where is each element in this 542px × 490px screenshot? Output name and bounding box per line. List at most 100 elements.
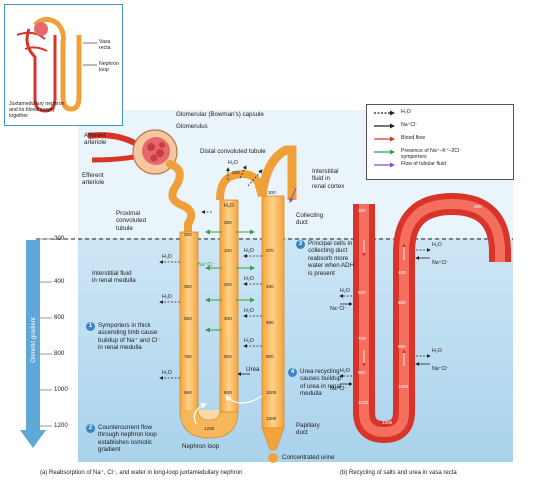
concentrated-urine-label: Concentrated urine (282, 454, 335, 461)
desc-val-960: 960 (184, 390, 192, 395)
vasa-left-500: 500 (358, 290, 366, 295)
legend-swatch (374, 149, 395, 155)
inset-panel: Vasa recta Nephron loop Juxtamedullary n… (4, 4, 123, 126)
pct-label: Proximal convoluted tubule (116, 210, 146, 232)
legend-swatch (374, 123, 395, 129)
if-medulla-label: Interstitial fluid in renal medulla (92, 270, 136, 285)
vasa-left-700: 700 (358, 336, 366, 341)
callout-4-text: Urea recycling causes buildup of urea in… (300, 368, 342, 398)
afferent-label: Afferent arteriole (84, 132, 107, 147)
desc-val-550: 550 (184, 316, 192, 321)
dct-top-val: 200 (232, 170, 240, 175)
callout-2-text: Countercurrent flow through nephron loop… (98, 424, 157, 454)
loop-bottom-val: 1200 (204, 426, 215, 431)
scale-600: 600 (54, 314, 65, 321)
inset-caption: Juxtamedullary nephron and its blood sup… (9, 101, 65, 119)
legend-label: Presence of Na⁺–K⁺–2Cl⁻ symporters (401, 148, 462, 160)
cd-val-600: 600 (266, 320, 274, 325)
cd-val-1000: 1000 (266, 390, 277, 395)
vasa-left-1100: 1100 (358, 400, 368, 405)
h2o-cd-2: H₂O (244, 276, 254, 282)
h2o-cd-3: H₂O (244, 308, 254, 314)
callout-1-text: Symporters in thick ascending limb cause… (98, 322, 161, 352)
dct-label: Distal convoluted tubule (200, 148, 266, 155)
water-arrows-cd (226, 165, 263, 348)
papillary-duct-label: Papillary duct (296, 422, 320, 437)
asc-val-300: 300 (224, 220, 232, 225)
collecting-duct-label: Collecting duct (296, 212, 324, 227)
vasa-right-800: 800 (398, 344, 406, 349)
legend-label: H₂O (401, 109, 411, 115)
desc-val-780: 780 (184, 354, 192, 359)
cd-val-400: 400 (266, 284, 274, 289)
legend-label: Na⁺Cl⁻ (401, 122, 419, 128)
if-cortex-label: Interstitial fluid in renal cortex (312, 168, 345, 190)
cortex-300-val: 300 (268, 190, 276, 195)
caption-a: (a) Reabsorption of Na⁺, Cl⁻, and water … (40, 470, 243, 476)
h2o-cd-4: H₂O (244, 338, 254, 344)
h2o-desc-2: H₂O (162, 294, 172, 300)
scale-300: 300 (54, 235, 65, 242)
asc-val-800: 800 (224, 390, 232, 395)
scale-800: 800 (54, 350, 65, 357)
h2o-cd-1: H₂O (244, 248, 254, 254)
inset-vasa-recta-label: Vasa recta (99, 39, 111, 51)
nacl-green-label: Na⁺Cl⁻ (198, 262, 216, 268)
vasa-right-1000: 1000 (398, 384, 409, 389)
callout-3-badge: 3 (296, 240, 305, 249)
desc-val-350: 350 (184, 284, 192, 289)
vasa-right-600: 600 (398, 300, 406, 305)
asc-val-400: 400 (224, 316, 232, 321)
cd-val-800: 800 (266, 354, 274, 359)
vasa-left-300: 300 (358, 208, 366, 213)
nephron-loop-label: Nephron loop (182, 443, 220, 450)
legend-swatch (374, 136, 395, 142)
h2o-desc-1: H₂O (162, 254, 172, 260)
capsule-label: Glomerular (Bowman's) capsule (176, 111, 264, 118)
callout-2-badge: 2 (86, 424, 95, 433)
symporter-arrows (205, 229, 255, 333)
legend-label: Blood flow (401, 135, 425, 141)
h2o-dct: H₂O (224, 203, 234, 209)
callout-4-badge: 4 (288, 368, 297, 377)
vasa-h2o-1: H₂O (340, 288, 350, 294)
callout-1-badge: 1 (86, 322, 95, 331)
vasa-nacl-1: Na⁺Cl⁻ (330, 306, 348, 312)
vasa-h2o-4: H₂O (432, 348, 442, 354)
callout-3-text: Principal cells in collecting duct reabs… (308, 240, 355, 277)
efferent-label: Efferent arteriole (82, 172, 105, 187)
legend-swatch (374, 110, 395, 116)
cd-val-1200: 1200 (266, 416, 277, 421)
vasa-h2o-3: H₂O (432, 242, 442, 248)
vasa-right-400: 400 (398, 270, 406, 275)
water-arrows-desc (159, 210, 212, 380)
inset-nephron-loop-label: Nephron loop (99, 61, 119, 73)
desc-val-300: 300 (184, 232, 192, 237)
vasa-right-300: 300 (474, 204, 482, 209)
urea-label: Urea (246, 366, 260, 373)
vasa-nacl-4: Na⁺Cl⁻ (432, 366, 450, 372)
glomerulus-label: Glomerulus (176, 123, 208, 130)
scale-1200: 1200 (54, 422, 68, 429)
vasa-nacl-2: Na⁺Cl⁻ (330, 386, 348, 392)
osmotic-gradient-label: Osmotic gradient (31, 317, 37, 363)
scale-400: 400 (54, 278, 65, 285)
asc-val-200: 200 (224, 282, 232, 287)
h2o-top: H₂O (228, 160, 238, 166)
asc-val-600: 600 (224, 354, 232, 359)
cd-val-370: 370 (266, 248, 274, 253)
vasa-left-900: 900 (358, 370, 366, 375)
vasa-h2o-2: H₂O (340, 368, 350, 374)
asc-val-100: 100 (224, 248, 232, 253)
legend-swatch (374, 162, 395, 168)
vasa-nacl-3: Na⁺Cl⁻ (432, 260, 450, 266)
vasa-exchange-arrows (339, 248, 431, 386)
inset-illustration (16, 17, 97, 113)
h2o-desc-3: H₂O (162, 370, 172, 376)
legend-label: Flow of tubular fluid (401, 161, 446, 167)
caption-b: (b) Recycling of salts and urea in vasa … (340, 470, 457, 476)
vasa-right-1200: 1200 (382, 420, 393, 425)
scale-1000: 1000 (54, 386, 68, 393)
